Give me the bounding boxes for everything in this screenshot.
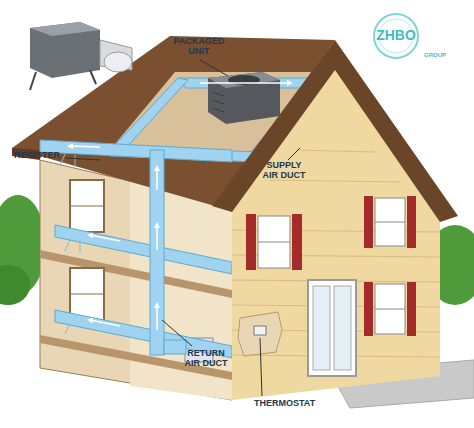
front-wall	[232, 66, 440, 400]
return-air-duct	[150, 150, 164, 355]
part-label: THERMOSTAT	[254, 398, 334, 408]
arrow	[70, 146, 100, 147]
shutter	[407, 282, 416, 336]
packaged-unit-inset	[30, 22, 132, 90]
shutter	[407, 196, 416, 248]
unit-leg	[90, 70, 96, 84]
watermark: GROUP	[424, 52, 464, 59]
door-glass	[313, 286, 330, 370]
arrow	[156, 168, 158, 190]
register-airflow	[60, 154, 80, 334]
window-bar	[375, 309, 405, 310]
leader-line	[200, 60, 228, 76]
shutter	[246, 214, 256, 270]
attic-duct	[40, 140, 232, 162]
part-label: PACKAGED UNIT	[168, 36, 230, 57]
arrow	[200, 82, 290, 84]
siding-line	[295, 150, 375, 152]
air-stream	[80, 240, 81, 252]
arrow	[90, 235, 120, 241]
bush	[0, 265, 30, 305]
part-label: RETURN AIR DUCT	[180, 348, 232, 369]
window-bar	[258, 242, 290, 243]
air-stream	[65, 239, 70, 251]
leader-line	[260, 338, 262, 396]
packaged-unit	[208, 72, 280, 124]
window-bar	[375, 222, 405, 223]
patio-door	[308, 280, 356, 376]
arrow	[90, 320, 120, 326]
return-air-duct	[164, 340, 186, 354]
part-label: SUPPLY AIR DUCT	[258, 160, 310, 181]
vent	[212, 108, 224, 112]
interior-ducts	[40, 140, 232, 358]
window	[375, 284, 405, 334]
window	[258, 216, 290, 268]
arrow	[156, 305, 158, 330]
window	[70, 180, 104, 232]
floor-duct	[55, 225, 232, 274]
vent	[212, 100, 224, 104]
duct	[112, 78, 188, 150]
leader-line	[288, 148, 300, 160]
shutter	[364, 196, 373, 248]
shutter	[364, 282, 373, 336]
duct-connector	[104, 52, 132, 72]
leader-lines	[66, 60, 300, 396]
air-stream	[65, 324, 70, 334]
unit-top	[208, 72, 280, 88]
door-frame	[308, 280, 356, 376]
arrow	[156, 225, 158, 250]
unit-body	[30, 22, 100, 78]
door-glass	[334, 286, 351, 370]
unit-top	[30, 22, 100, 36]
watermark: ZHBO	[366, 27, 426, 43]
air-stream	[75, 155, 76, 167]
thermostat-device	[254, 326, 266, 335]
unit-body	[208, 72, 280, 124]
window-bar	[70, 206, 104, 207]
window	[375, 198, 405, 246]
window-bar	[70, 294, 104, 295]
leader-line	[66, 158, 100, 160]
unit-leg	[30, 72, 36, 90]
vent	[212, 92, 224, 96]
part-label: REGISTER	[14, 150, 74, 160]
leader-line	[162, 320, 192, 346]
window	[70, 268, 104, 320]
gable-roof-edge	[212, 40, 458, 222]
air-stream	[60, 154, 65, 166]
shutter	[292, 214, 302, 270]
